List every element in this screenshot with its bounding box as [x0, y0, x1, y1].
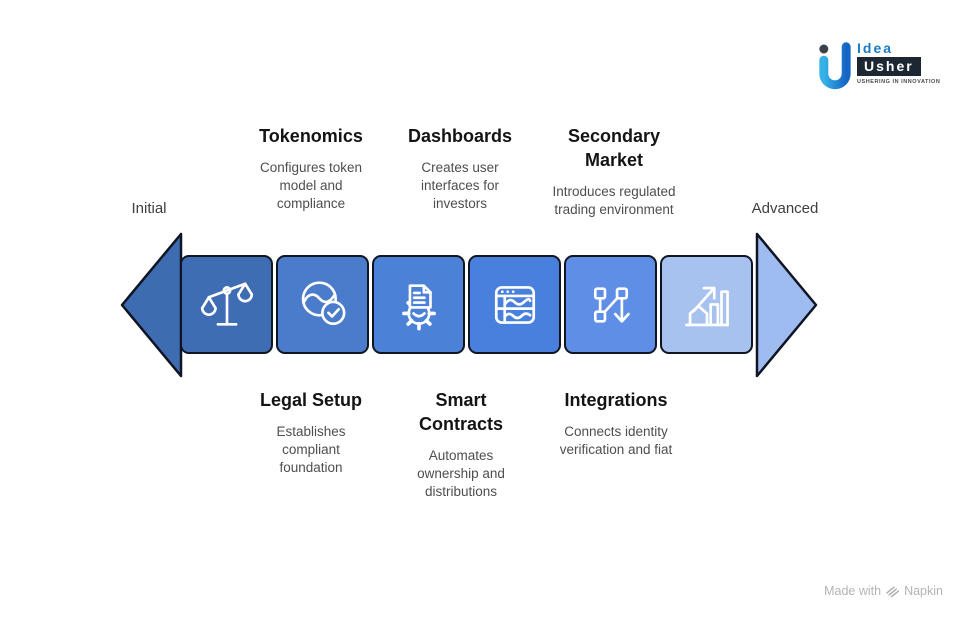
step-title: Integrations	[564, 390, 668, 410]
timeline-end-label: Advanced	[751, 200, 819, 217]
segment-smart-contracts	[372, 255, 465, 354]
contract-gear-icon	[401, 283, 436, 330]
segment-secondary-market	[660, 255, 753, 354]
step-secondary-market: Secondary Market Introduces regulated tr…	[529, 124, 699, 219]
arrow-right-head	[755, 232, 818, 378]
step-integrations: Integrations Connects identity verificat…	[531, 388, 701, 459]
step-title: Dashboards	[407, 126, 513, 146]
step-legal-setup: Legal Setup Establishes compliant founda…	[236, 388, 386, 477]
napkin-icon	[886, 586, 900, 597]
napkin-credit: Made with Napkin	[824, 584, 943, 598]
idea-usher-u-icon	[819, 42, 851, 90]
step-description: Automates ownership and distributions	[417, 448, 505, 499]
process-arrow	[120, 232, 818, 378]
dashboard-icon	[494, 285, 535, 324]
step-smart-contracts: Smart Contracts Automates ownership and …	[386, 388, 536, 501]
arrow-left-head	[120, 232, 183, 378]
segment-dashboards	[468, 255, 561, 354]
step-dashboards: Dashboards Creates user interfaces for i…	[385, 124, 535, 213]
step-description: Establishes compliant foundation	[276, 424, 346, 475]
growth-chart-icon	[684, 286, 729, 326]
step-title: Tokenomics	[259, 126, 363, 146]
step-description: Introduces regulated trading environment	[552, 184, 676, 217]
segment-tokenomics	[276, 255, 369, 354]
timeline-start-label: Initial	[131, 200, 167, 217]
step-title: Legal Setup	[259, 390, 362, 410]
step-title: Secondary Market	[567, 126, 661, 170]
segment-integrations	[564, 255, 657, 354]
step-tokenomics: Tokenomics Configures token model and co…	[236, 124, 386, 213]
step-description: Connects identity verification and fiat	[559, 424, 673, 457]
step-title: Smart Contracts	[418, 390, 503, 434]
logo-usher-text: Usher	[857, 57, 921, 76]
segment-legal-setup	[180, 255, 273, 354]
step-description: Creates user interfaces for investors	[420, 160, 500, 211]
step-description: Configures token model and compliance	[259, 160, 363, 211]
logo-tagline: USHERING IN INNOVATION	[857, 79, 941, 85]
flow-icon	[593, 286, 630, 323]
credit-text: Made with	[824, 584, 882, 598]
logo-idea-text: Idea	[857, 40, 894, 56]
token-check-icon	[301, 280, 345, 325]
arrow-segments	[180, 255, 753, 354]
balance-scale-icon	[200, 281, 253, 326]
credit-brand: Napkin	[904, 584, 943, 598]
idea-usher-logo: Idea Usher USHERING IN INNOVATION	[816, 40, 940, 100]
